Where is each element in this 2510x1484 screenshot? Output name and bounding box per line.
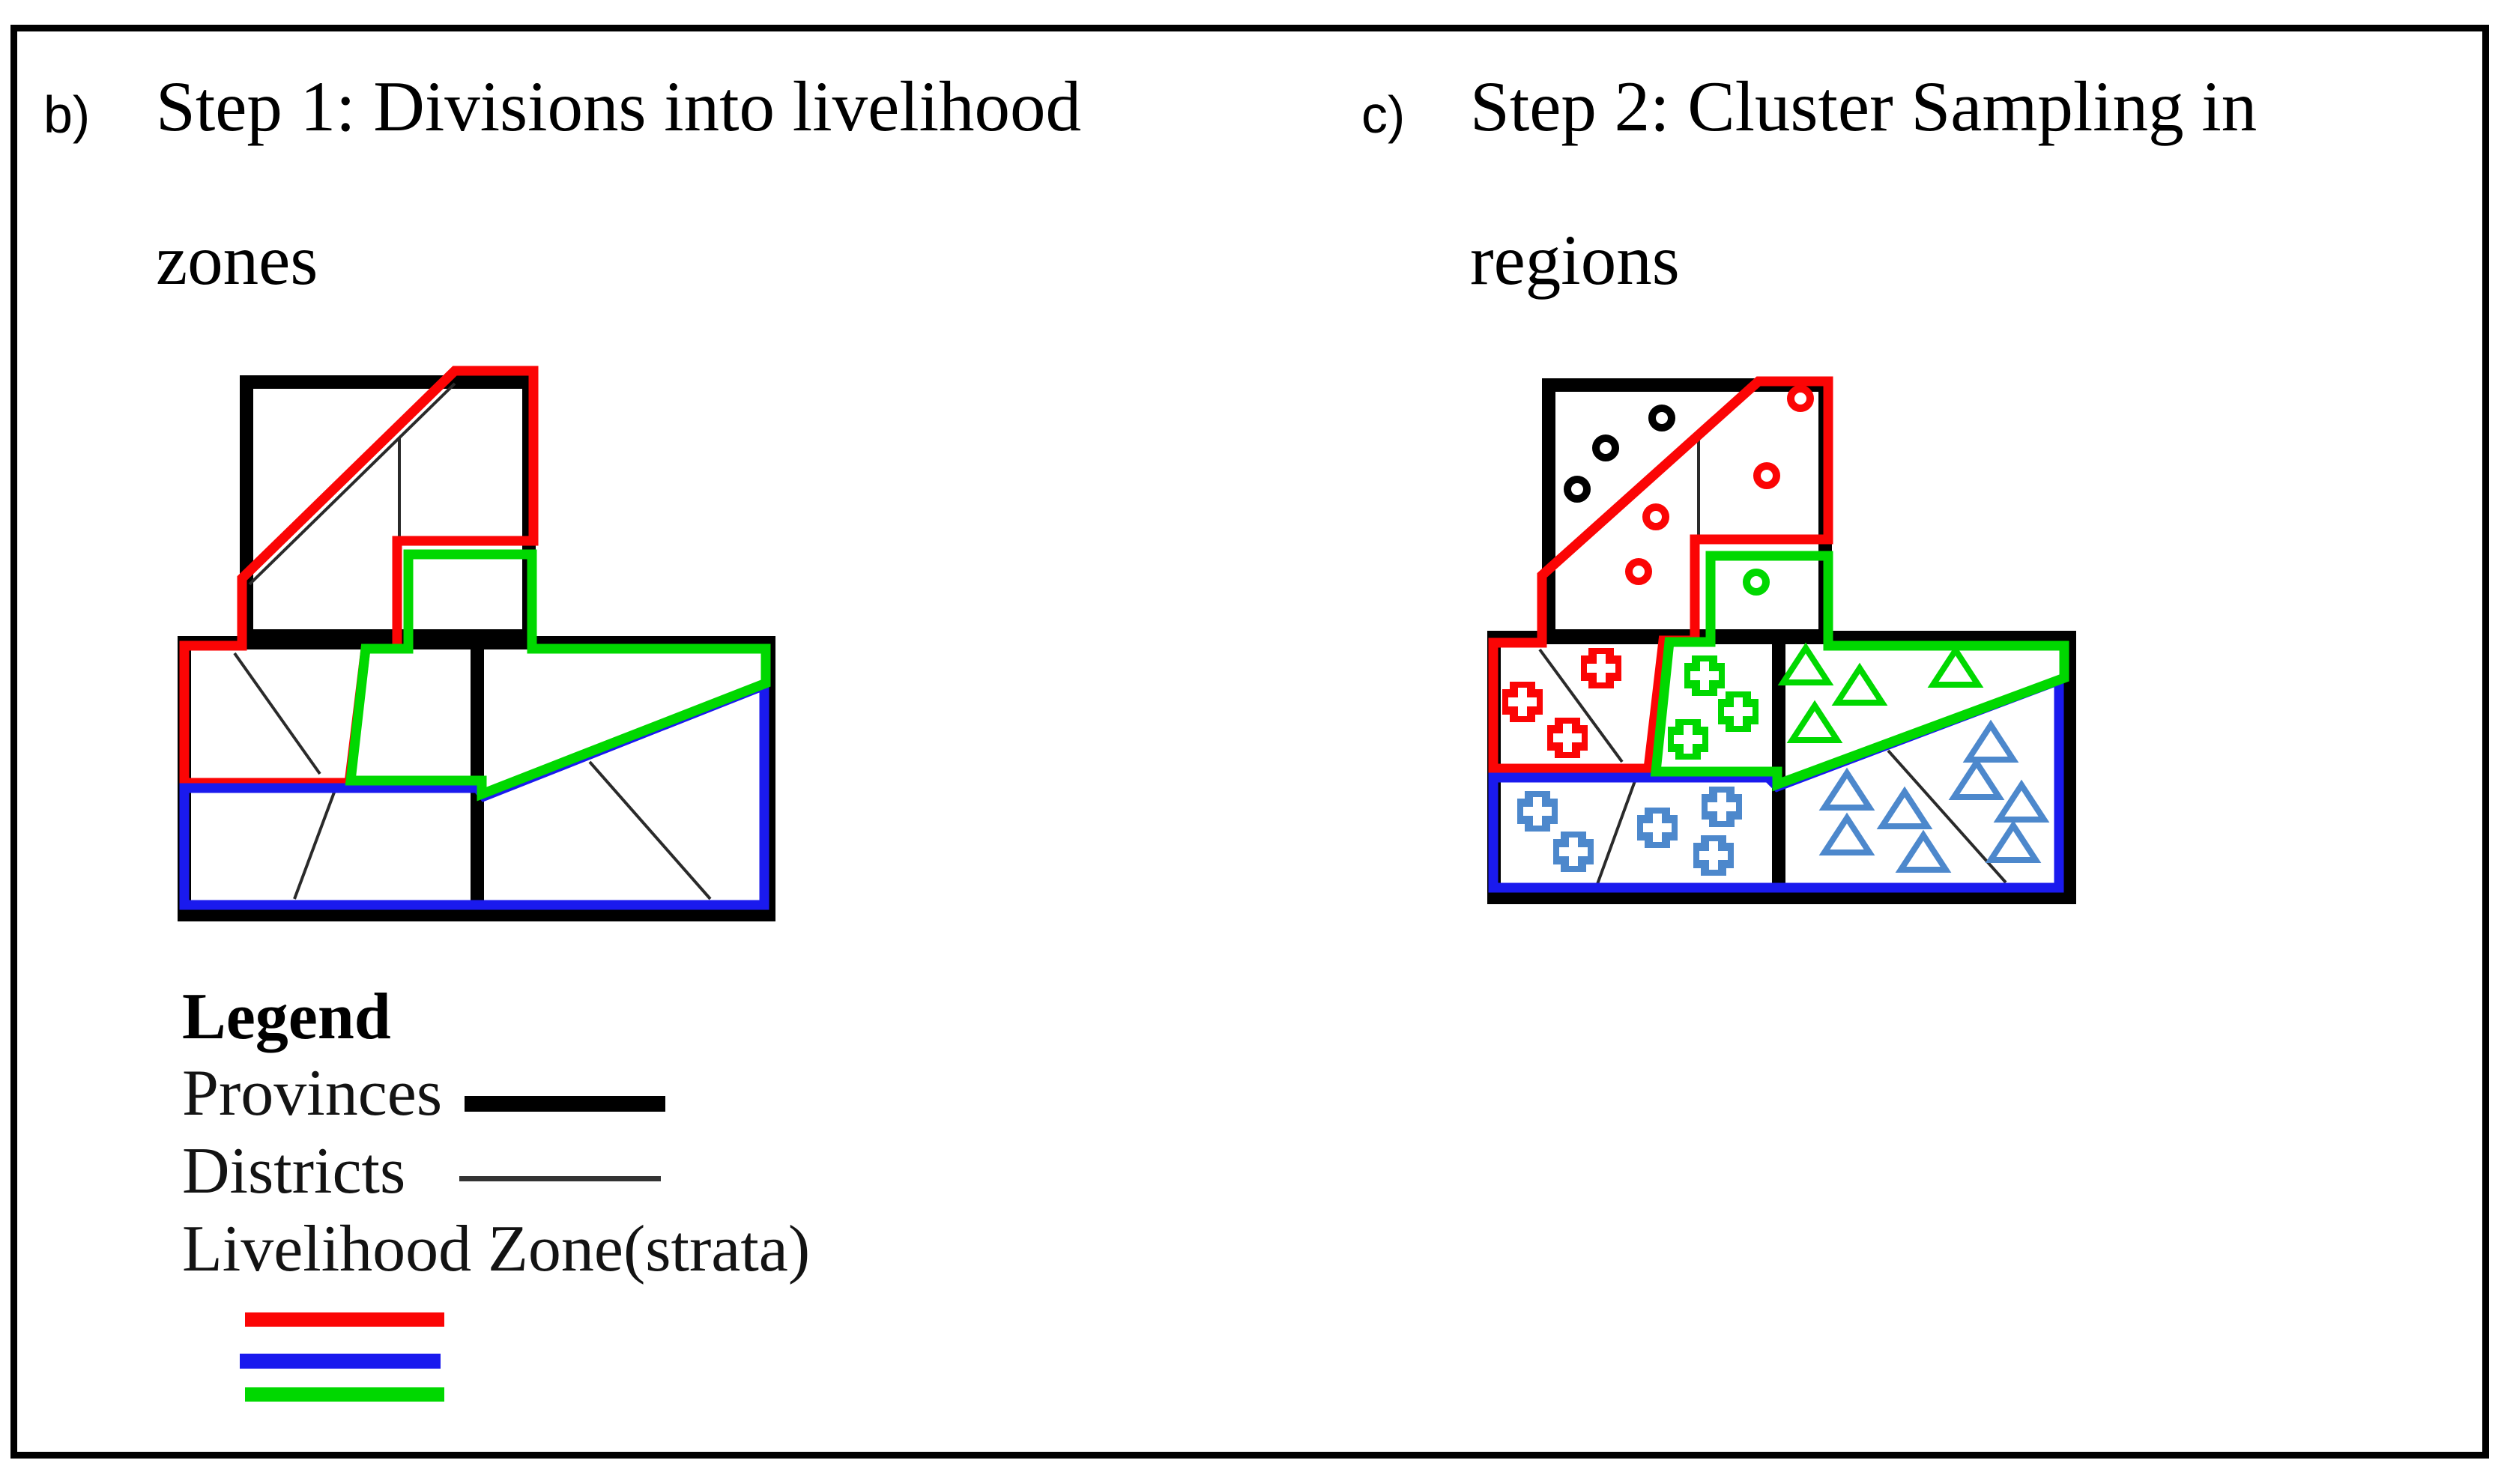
cluster-markers-green-crosses xyxy=(1668,655,1758,760)
legend-title: Legend xyxy=(182,981,391,1053)
cluster-marker-triangle xyxy=(1933,650,1978,685)
district-line xyxy=(248,382,456,586)
cluster-markers-blue-crosses xyxy=(1517,787,1742,876)
cluster-marker-cross xyxy=(1684,655,1725,696)
cluster-markers-black-rings xyxy=(1567,408,1672,499)
cluster-marker-ring xyxy=(1757,466,1776,485)
cluster-marker-cross xyxy=(1581,648,1621,688)
cluster-marker-ring xyxy=(1747,572,1766,592)
district-line xyxy=(293,790,336,900)
green-zone-outline xyxy=(345,549,771,802)
cluster-marker-triangle xyxy=(1824,818,1869,852)
panel-b-title-line1: Step 1: Divisions into livelihood xyxy=(156,67,1082,146)
legend-provinces-line-swatch xyxy=(465,1096,665,1112)
cluster-marker-cross xyxy=(1517,791,1558,832)
map-step1-livelihood-zones xyxy=(178,366,775,921)
legend-livelihood-label: Livelihood Zone(strata) xyxy=(182,1213,811,1285)
panel-c-title-line2: regions xyxy=(1470,220,1680,300)
cluster-marker-ring xyxy=(1652,408,1672,428)
district-line xyxy=(1887,749,2007,884)
panel-b-title-line2: zones xyxy=(156,220,318,300)
district-line xyxy=(1596,778,1637,885)
cluster-marker-cross xyxy=(1693,835,1734,876)
cluster-marker-triangle xyxy=(1783,648,1828,682)
cluster-marker-ring xyxy=(1646,507,1666,527)
district-line xyxy=(1538,648,1624,763)
legend-provinces-label: Provinces xyxy=(182,1057,443,1130)
cluster-marker-triangle xyxy=(1901,835,1946,870)
cluster-marker-cross xyxy=(1637,808,1678,848)
cluster-marker-cross xyxy=(1668,719,1708,760)
cluster-marker-cross xyxy=(1553,832,1594,872)
green-zone-outline xyxy=(1650,551,2069,792)
figure-border xyxy=(10,25,2489,1459)
cluster-marker-cross xyxy=(1718,691,1758,732)
legend-strata-red-bar xyxy=(245,1312,444,1327)
cluster-marker-triangle xyxy=(1792,706,1837,740)
legend-strata-green-bar xyxy=(245,1387,444,1402)
cluster-marker-ring xyxy=(1791,389,1810,408)
cluster-marker-ring xyxy=(1629,562,1648,581)
cluster-marker-triangle xyxy=(1837,668,1882,703)
legend-districts-label: Districts xyxy=(182,1135,406,1208)
cluster-marker-triangle xyxy=(1999,785,2044,820)
cluster-marker-triangle xyxy=(1882,792,1927,826)
cluster-marker-ring xyxy=(1596,438,1615,458)
province-top-square xyxy=(1542,378,1832,643)
cluster-markers-red-crosses xyxy=(1502,648,1621,758)
panel-c-label: c) xyxy=(1361,85,1406,144)
district-lines xyxy=(233,382,712,900)
cluster-marker-cross xyxy=(1702,787,1742,827)
legend-districts-line-swatch xyxy=(459,1176,661,1181)
cluster-marker-cross xyxy=(1547,718,1588,758)
cluster-marker-cross xyxy=(1502,682,1543,722)
cluster-marker-triangle xyxy=(1824,773,1869,808)
cluster-marker-triangle xyxy=(1991,826,2036,860)
cluster-marker-triangle xyxy=(1968,725,2013,760)
cluster-markers-green-ring xyxy=(1747,572,1766,592)
panel-c-title-line1: Step 2: Cluster Sampling in xyxy=(1470,67,2258,146)
cluster-marker-ring xyxy=(1567,479,1587,499)
cluster-marker-triangle xyxy=(1954,763,1999,797)
district-line xyxy=(233,652,321,775)
province-top-square xyxy=(240,375,536,643)
panel-b-label: b) xyxy=(43,85,91,144)
cluster-markers-blue-triangles xyxy=(1824,725,2044,870)
legend-strata-blue-bar xyxy=(240,1354,441,1369)
district-line xyxy=(588,760,712,900)
map-step2-cluster-sampling xyxy=(1487,376,2076,904)
